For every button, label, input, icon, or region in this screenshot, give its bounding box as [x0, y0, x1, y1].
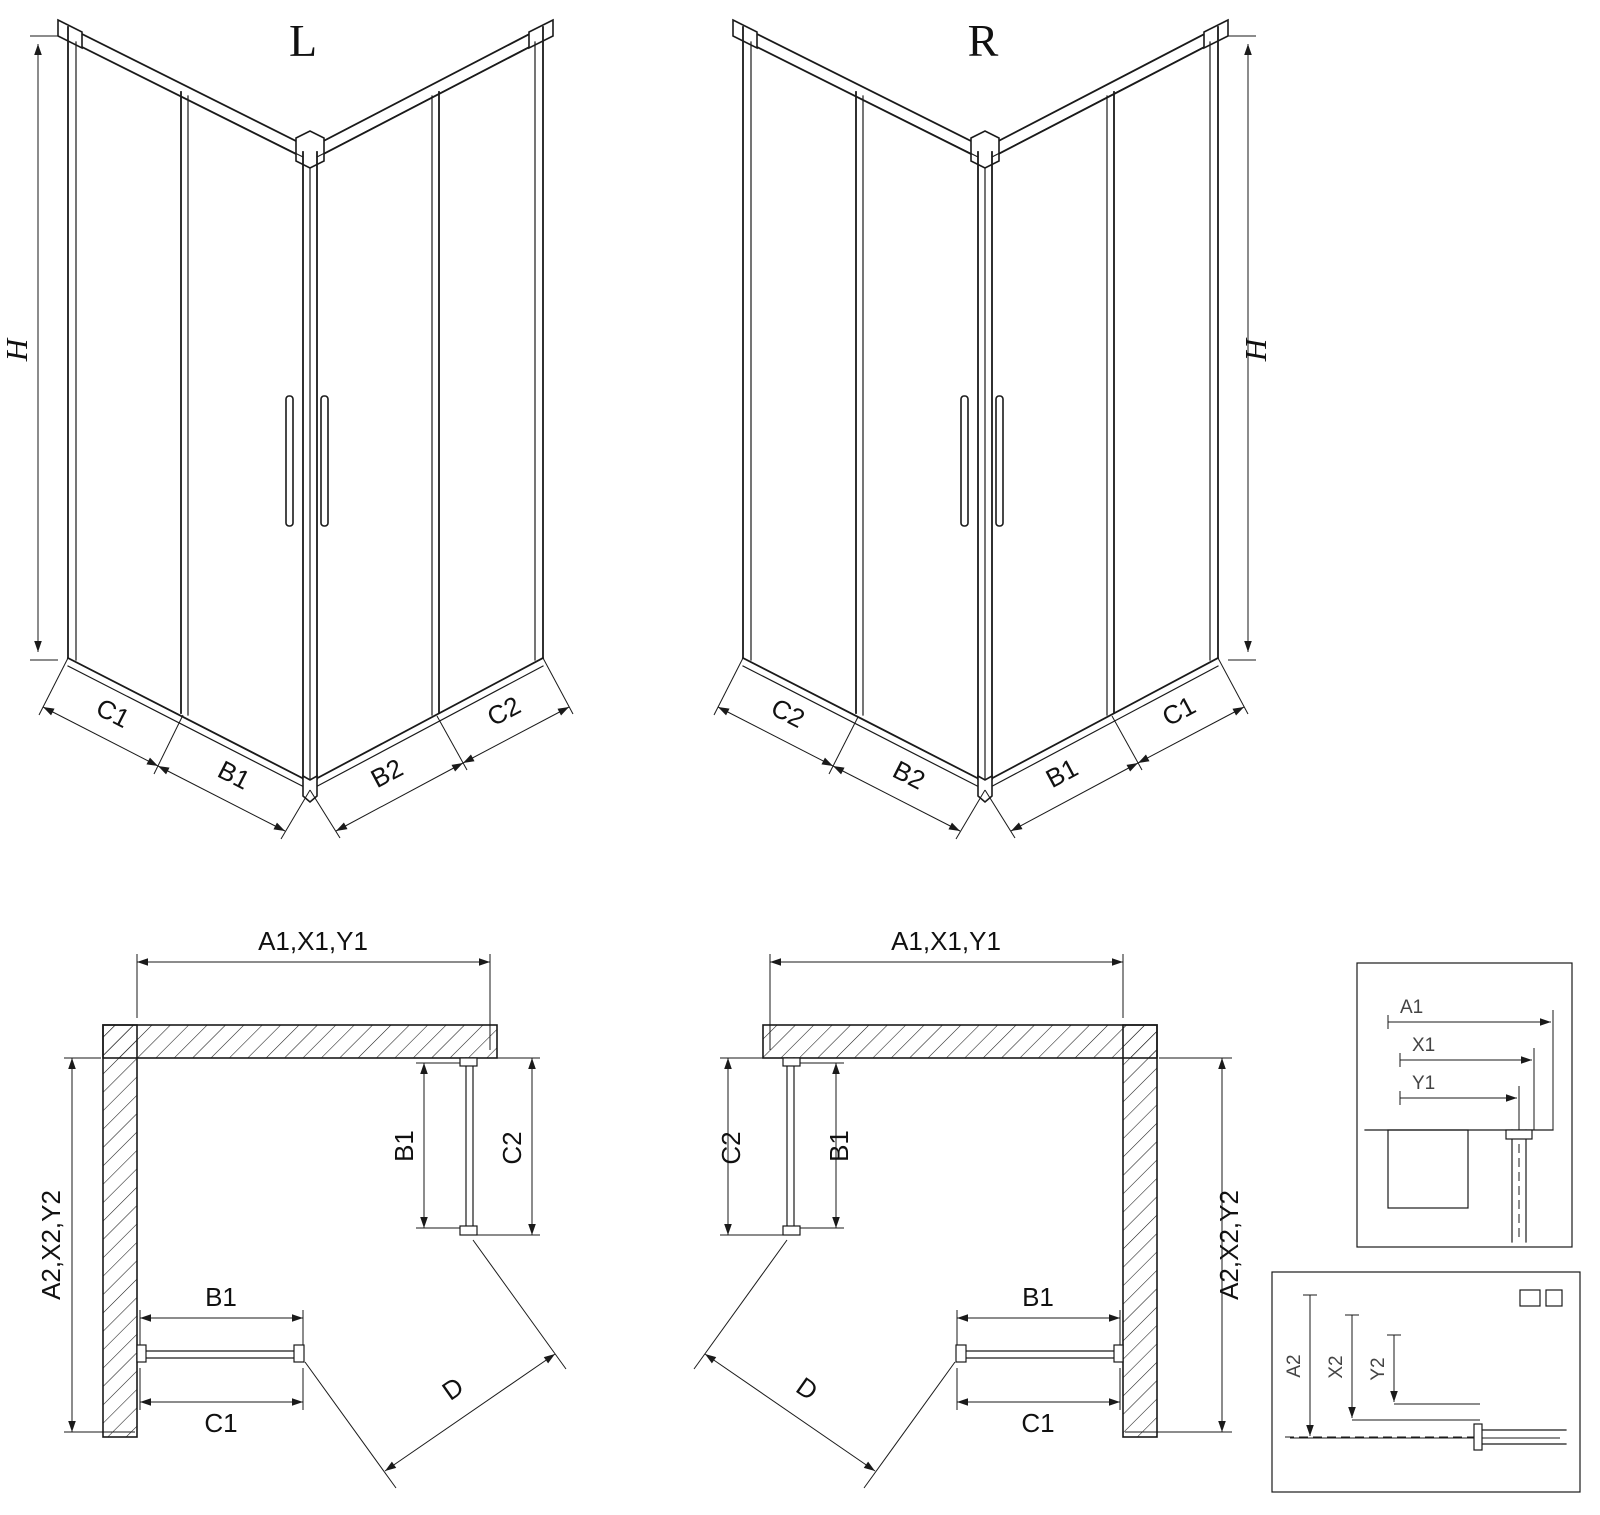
dim-label-C1: C1 [1021, 1408, 1054, 1438]
glass-panel-vertical [782, 1057, 801, 1236]
dim-label-H: H [1238, 337, 1273, 362]
detail-box-border [1271, 1271, 1581, 1493]
door-handle-left [285, 395, 294, 527]
dim-label-C2: C2 [716, 1131, 746, 1164]
top-rail-corner-cap [295, 130, 325, 169]
dim-b1-side: B1 [389, 1062, 460, 1229]
wall-top [762, 1024, 1158, 1059]
dim-width-top: A1,X1,Y1 [136, 926, 491, 1050]
ref-label-X2: X2 [1326, 1355, 1347, 1378]
dim-label-B1: B1 [824, 1130, 854, 1162]
profile-section-a [1519, 1289, 1541, 1307]
iso-L-dim-height: H [0, 35, 58, 661]
dim-b1-bottom: B1 [139, 1282, 304, 1345]
dim-label-B2: B2 [888, 754, 930, 795]
plan-view-R: A1,X1,Y1 A2,X2,Y2 C2 B1 B1 [693, 926, 1244, 1489]
iso-view-R: R [713, 15, 1273, 840]
ref-label-X1: X1 [1412, 1035, 1435, 1056]
top-rail-end-cap-right [528, 18, 554, 50]
top-rail-corner-cap [970, 130, 1000, 169]
dim-label-B1: B1 [205, 1282, 237, 1312]
dim-depth-right: A2,X2,Y2 [1125, 1057, 1244, 1433]
dim-label-B1: B1 [389, 1130, 419, 1162]
plan-view-L: A1,X1,Y1 A2,X2,Y2 B1 C2 B1 [36, 926, 567, 1489]
top-rail-end-cap-left [57, 18, 83, 50]
dim-label-B1: B1 [1022, 1282, 1054, 1312]
variant-label-R: R [968, 15, 999, 66]
wall-left [102, 1024, 138, 1438]
dim-label-H: H [0, 337, 34, 362]
dim-label-C2: C2 [497, 1131, 527, 1164]
iso-R-dim-height: H [1228, 35, 1273, 661]
ref-label-Y1: Y1 [1412, 1073, 1435, 1094]
iso-L-frame [57, 18, 554, 804]
ref-label-A2: A2 [1284, 1354, 1305, 1377]
glass-profile-cap [1473, 1423, 1483, 1451]
dim-d-diagonal: D [304, 1239, 567, 1489]
dim-label-D: D [791, 1371, 824, 1406]
door-handle-right [320, 395, 329, 527]
dim-depth-left: A2,X2,Y2 [36, 1057, 135, 1433]
variant-label-L: L [289, 15, 317, 66]
dim-c1-bottom: C1 [956, 1368, 1121, 1438]
dim-c2-side: C2 [477, 1057, 540, 1236]
dim-c1-bottom: C1 [139, 1368, 304, 1438]
detail-depth-references: A2 X2 Y2 [1271, 1271, 1581, 1493]
glass-panel-horizontal [955, 1344, 1124, 1363]
top-rail-end-cap-left [732, 18, 758, 50]
iso-view-L: L [0, 15, 574, 840]
glass-panel-horizontal [136, 1344, 305, 1363]
detail-width-references: A1 X1 Y1 [1356, 962, 1573, 1248]
dim-label-B1: B1 [213, 754, 255, 795]
wall-section [1387, 1129, 1469, 1209]
dim-label-C2: C2 [482, 690, 525, 732]
dim-label-C2: C2 [766, 692, 809, 734]
dim-label-A2X2Y2: A2,X2,Y2 [1214, 1190, 1244, 1300]
dim-label-C1: C1 [91, 692, 134, 734]
glass-panel-vertical [459, 1057, 478, 1236]
dim-label-C1: C1 [204, 1408, 237, 1438]
dim-width-top: A1,X1,Y1 [769, 926, 1124, 1050]
glass-profile-cap [1505, 1129, 1533, 1140]
dim-label-C1: C1 [1157, 690, 1200, 732]
dim-label-B2: B2 [366, 752, 408, 793]
dim-label-A1X1Y1: A1,X1,Y1 [891, 926, 1001, 956]
dim-c2-side: C2 [716, 1057, 783, 1236]
wall-right [1122, 1024, 1158, 1438]
wall-top [102, 1024, 498, 1059]
detail-box-border [1356, 962, 1573, 1248]
dim-label-A2X2Y2: A2,X2,Y2 [36, 1190, 66, 1300]
dim-label-D: D [437, 1371, 470, 1406]
dim-b1-bottom: B1 [956, 1282, 1121, 1345]
dim-label-A1X1Y1: A1,X1,Y1 [258, 926, 368, 956]
profile-section-b [1545, 1289, 1563, 1307]
top-rail-end-cap-right [1203, 18, 1229, 50]
iso-R-frame [732, 18, 1229, 804]
ref-label-A1: A1 [1400, 997, 1423, 1018]
door-handle-right [995, 395, 1004, 527]
dim-b1-side: B1 [800, 1062, 854, 1229]
door-handle-left [960, 395, 969, 527]
ref-label-Y2: Y2 [1368, 1357, 1389, 1380]
dim-d-diagonal: D [693, 1239, 956, 1489]
dim-label-B1: B1 [1041, 752, 1083, 793]
